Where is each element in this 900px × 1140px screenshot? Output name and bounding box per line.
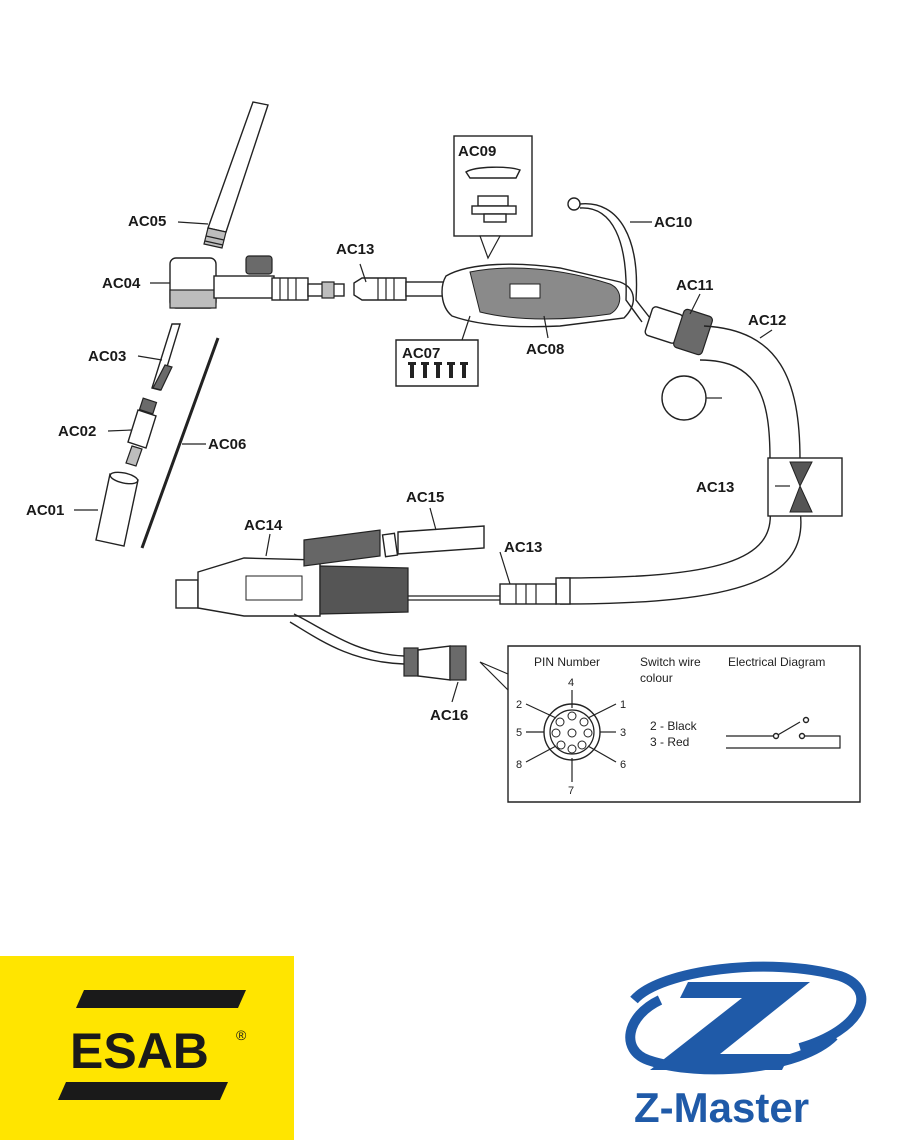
label-ac01: AC01: [26, 502, 64, 519]
part-ac10-switch-cable: [567, 197, 651, 323]
pin-label-8: 8: [516, 759, 522, 771]
label-ac05: AC05: [128, 213, 166, 230]
label-ac13-bottom: AC13: [504, 539, 542, 556]
part-ac06-electrode: [140, 337, 220, 549]
label-ac11: AC11: [676, 277, 714, 294]
leader-lines: [74, 221, 773, 703]
part-ac04-torch-head: [169, 255, 345, 309]
pin-table-header-pin: PIN Number: [534, 655, 600, 669]
part-ac16-plug: [289, 613, 467, 681]
part-ac14-connector: [175, 529, 500, 617]
part-ac13-connector-bottom: [499, 583, 557, 605]
pin-table-box: [479, 645, 861, 803]
part-ac02-collet-body: [125, 397, 158, 467]
label-ac16: AC16: [430, 707, 468, 724]
pin-table-wire-2: 3 - Red: [650, 735, 689, 749]
label-ac04: AC04: [102, 275, 141, 292]
part-ac05-back-cap: [203, 101, 269, 249]
label-ac07: AC07: [402, 345, 440, 362]
part-ac03-collet: [151, 323, 181, 391]
zmaster-logo-text: Z-Master: [634, 1084, 809, 1131]
label-ac12: AC12: [748, 312, 786, 329]
esab-logo-background: [0, 956, 294, 1140]
esab-registered-mark: ®: [236, 1027, 247, 1043]
inset-ac07-screws: [395, 315, 479, 387]
label-ac10: AC10: [654, 214, 692, 231]
part-ac01-nozzle: [95, 471, 139, 547]
label-ac02: AC02: [58, 423, 96, 440]
esab-logo: ESAB ®: [0, 956, 294, 1140]
inset-ac13-coupling: [767, 457, 843, 517]
label-ac13-right: AC13: [696, 479, 734, 496]
label-ac08: AC08: [526, 341, 564, 358]
pin-label-5: 5: [516, 727, 522, 739]
label-ac09: AC09: [458, 143, 496, 160]
pin-label-7: 7: [568, 785, 574, 797]
label-ac14: AC14: [244, 517, 283, 534]
label-ac13-top: AC13: [336, 241, 374, 258]
pin-label-3: 3: [620, 727, 626, 739]
esab-logo-text: ESAB: [70, 1023, 209, 1079]
inset-ac09-switch-parts: [453, 135, 533, 260]
part-ac08-handle: [441, 263, 634, 328]
pin-label-6: 6: [620, 759, 626, 771]
pin-label-4: 4: [568, 677, 574, 689]
part-ac13-connector-top: [353, 277, 451, 301]
pin-table-wire-1: 2 - Black: [650, 719, 698, 733]
detail-circle: [661, 375, 722, 421]
label-ac03: AC03: [88, 348, 126, 365]
pin-label-2: 2: [516, 699, 522, 711]
pin-table-header-switch-1: Switch wire: [640, 655, 701, 669]
zmaster-logo: Z-Master: [625, 961, 867, 1131]
pin-table-header-switch-2: colour: [640, 671, 673, 685]
label-ac15: AC15: [406, 489, 444, 506]
pin-label-1: 1: [620, 699, 626, 711]
pin-table-header-diagram: Electrical Diagram: [728, 655, 825, 669]
part-ac11-nut: [644, 306, 714, 356]
part-ac15-hose: [381, 525, 485, 558]
part-ac12-hose: [555, 325, 802, 605]
label-ac06: AC06: [208, 436, 246, 453]
